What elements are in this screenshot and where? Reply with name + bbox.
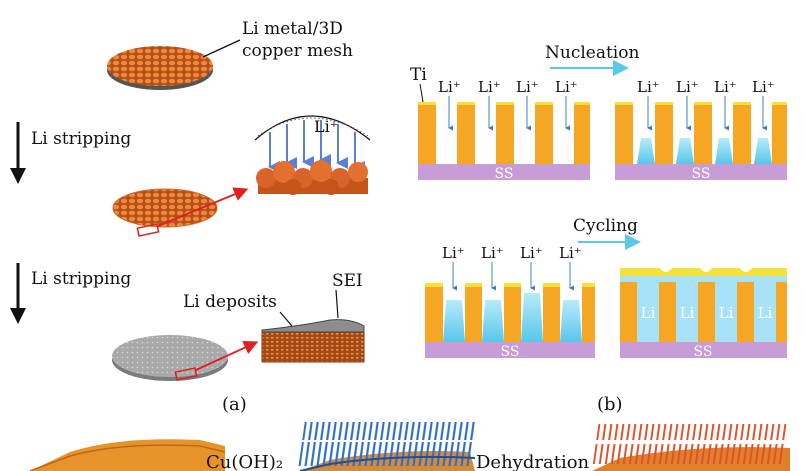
stripping-label-2: Li stripping (31, 269, 131, 289)
structure-growing (425, 283, 595, 358)
ss-label-2: SS (692, 166, 711, 182)
mesh-label-line1: Li metal/3D (242, 19, 343, 39)
li-ion-b9: Li⁺ (442, 244, 465, 262)
stripping-arrow-2 (10, 263, 26, 324)
li-ion-b10: Li⁺ (481, 244, 504, 262)
reaction-label-1: Cu(OH)₂ (206, 452, 283, 471)
ion-arrows-b-tl (448, 96, 570, 131)
panel-c: Cu(OH)₂ Dehydration (29, 422, 790, 471)
li-ion-label-a: Li⁺ (314, 117, 338, 136)
grey-disk (112, 335, 259, 381)
deposits-label: Li deposits (183, 292, 277, 312)
li-ion-b8: Li⁺ (752, 78, 775, 96)
li-ion-b4: Li⁺ (555, 78, 578, 96)
reaction-label-2: Dehydration (476, 452, 590, 471)
ss-label-3: SS (501, 344, 520, 360)
li-ion-b11: Li⁺ (520, 244, 543, 262)
copper-foil (30, 439, 225, 471)
stripping-arrow-1 (10, 122, 26, 184)
li-channel-4: Li (758, 304, 773, 322)
li-ion-b1: Li⁺ (438, 78, 461, 96)
li-ion-b12: Li⁺ (559, 244, 582, 262)
ss-label-1: SS (495, 166, 514, 182)
sei-label: SEI (332, 271, 363, 291)
structure-filled (620, 268, 787, 358)
mesh-label-line2: copper mesh (242, 41, 353, 61)
cycling-label: Cycling (573, 216, 638, 236)
stripped-mesh-disk (112, 187, 249, 237)
nucleation-label: Nucleation (545, 43, 639, 63)
li-ion-b3: Li⁺ (516, 78, 539, 96)
structure-nucleated (615, 102, 787, 180)
li-ion-b6: Li⁺ (676, 78, 699, 96)
blue-nanowire-array (298, 422, 477, 471)
li-deposits-block (261, 289, 365, 363)
li-ion-b5: Li⁺ (637, 78, 660, 96)
ss-label-4: SS (694, 344, 713, 360)
li-channel-1: Li (641, 304, 656, 322)
red-nanowire-array (592, 424, 790, 471)
li-ion-flux (254, 115, 371, 173)
panel-a: Li metal/3D copper mesh Li stripping Li⁺ (10, 19, 371, 415)
li-channel-3: Li (719, 304, 734, 322)
structure-initial (418, 102, 590, 180)
panel-b: Ti Nucleation Li⁺ Li⁺ Li⁺ Li⁺ Li⁺ Li⁺ Li… (410, 43, 787, 415)
ion-arrows-b-bl (452, 262, 574, 291)
ti-label: Ti (410, 65, 427, 85)
ion-arrows-b-tr (647, 96, 767, 131)
caption-a: (a) (222, 394, 247, 415)
li-ion-b2: Li⁺ (478, 78, 501, 96)
stripping-label-1: Li stripping (31, 129, 131, 149)
caption-b: (b) (597, 394, 623, 415)
li-channel-2: Li (680, 304, 695, 322)
copper-spheres (256, 160, 368, 195)
li-ion-b7: Li⁺ (714, 78, 737, 96)
copper-mesh-disk (107, 39, 241, 90)
